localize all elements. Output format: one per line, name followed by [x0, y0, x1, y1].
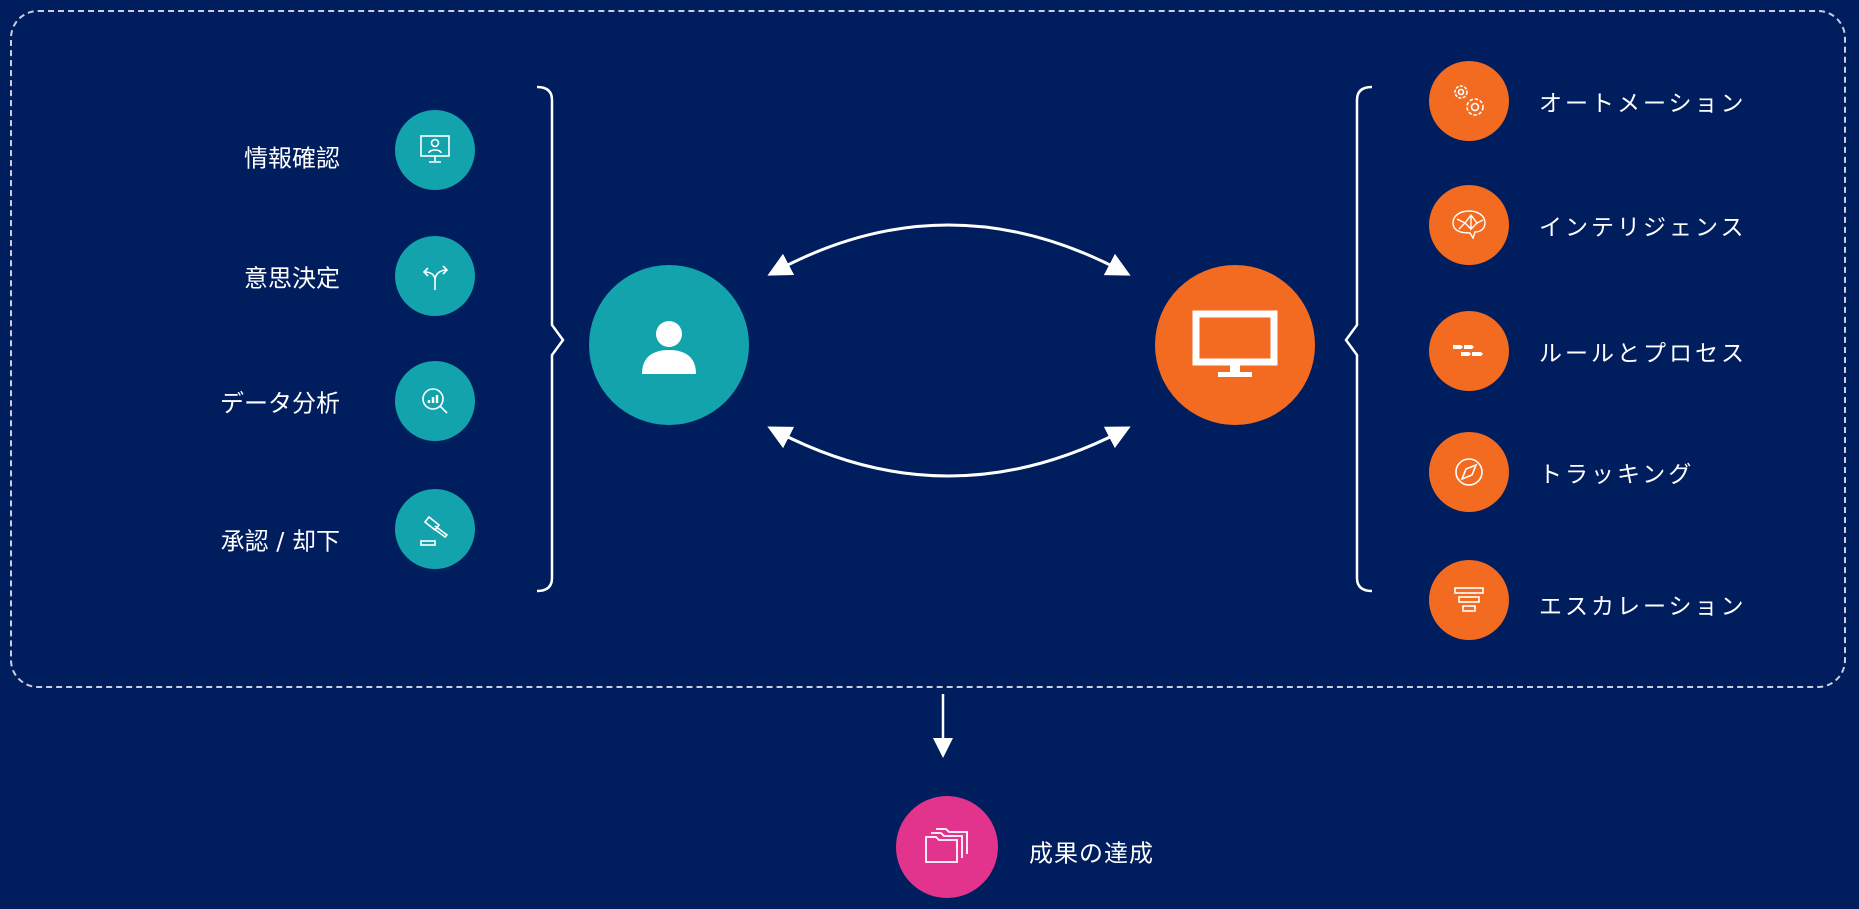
split-arrows-icon — [395, 236, 475, 316]
human-item-label: 承認 / 却下 — [220, 527, 340, 556]
system-item-label: インテリジェンス — [1539, 215, 1747, 241]
system-node — [1155, 265, 1315, 425]
brain-icon — [1429, 185, 1509, 265]
human-node — [589, 265, 749, 425]
system-item-label: エスカレーション — [1539, 594, 1747, 620]
process-blocks-icon — [1429, 311, 1509, 391]
chart-search-icon — [395, 361, 475, 441]
right-brace — [1344, 85, 1373, 593]
folders-icon — [925, 828, 968, 863]
system-item-label: ルールとプロセス — [1539, 341, 1747, 367]
outcome-node — [896, 796, 998, 898]
human-item-label: 意思決定 — [244, 264, 340, 293]
person-icon — [642, 321, 696, 374]
collaboration-frame — [10, 10, 1846, 688]
system-item-label: トラッキング — [1539, 462, 1695, 488]
left-brace — [536, 85, 565, 593]
monitor-user-icon — [395, 110, 475, 190]
gavel-icon — [395, 489, 475, 569]
human-item-label: データ分析 — [220, 389, 340, 418]
funnel-icon — [1429, 560, 1509, 640]
outcome-label: 成果の達成 — [1029, 839, 1154, 868]
human-item-label: 情報確認 — [244, 144, 340, 173]
compass-icon — [1429, 432, 1509, 512]
gears-icon — [1429, 61, 1509, 141]
system-item-label: オートメーション — [1539, 91, 1747, 117]
monitor-icon — [1192, 310, 1278, 377]
